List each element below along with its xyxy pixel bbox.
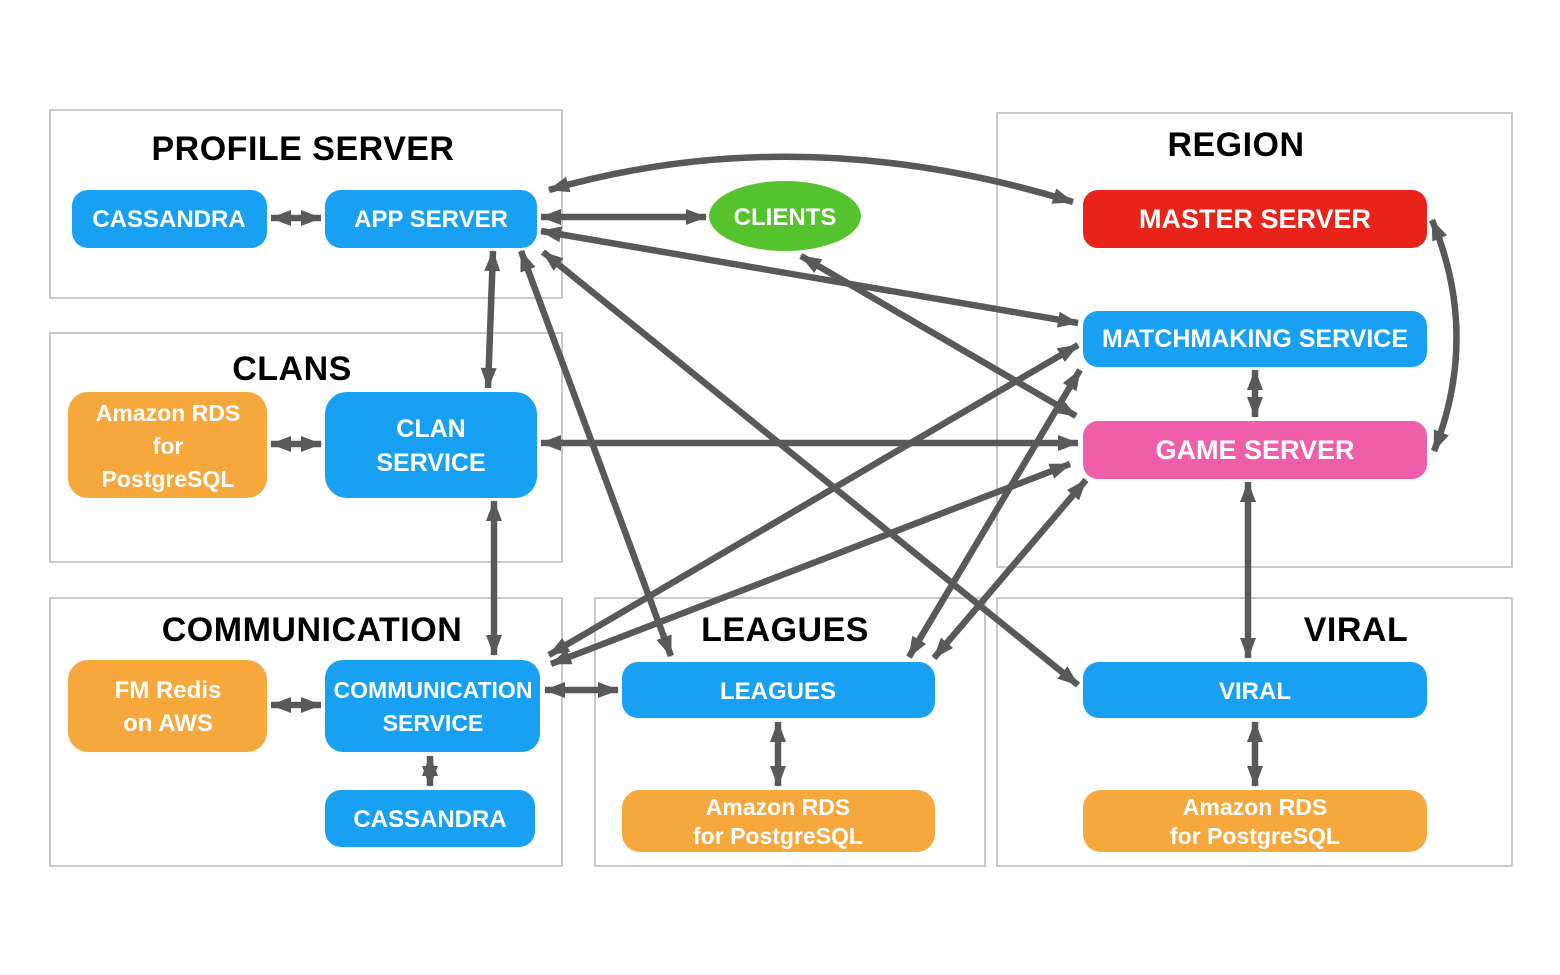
- node-rds-viral-label-line2: for PostgreSQL: [1170, 823, 1340, 849]
- node-cassandra-communication-box: [325, 790, 535, 847]
- group-title-region: REGION: [1167, 126, 1304, 164]
- node-master-server-box: [1083, 190, 1427, 248]
- group-title-viral: VIRAL: [1304, 611, 1409, 649]
- node-app-server-label: APP SERVER: [354, 206, 508, 233]
- group-title-communication: COMMUNICATION: [162, 611, 463, 649]
- node-game-server-label: GAME SERVER: [1155, 435, 1354, 465]
- node-clan-service-label-line2: SERVICE: [376, 449, 485, 477]
- node-matchmaking-service-box: [1083, 311, 1427, 367]
- node-viral-service-box: [1083, 662, 1427, 718]
- node-communication-service-label-line1: COMMUNICATION: [334, 677, 533, 703]
- group-title-clans: CLANS: [232, 350, 352, 388]
- node-fm-redis-label-line1: FM Redis: [115, 677, 222, 704]
- edge-master-server-game-server-arc: [1429, 218, 1460, 453]
- edge-leagues-service-game-server: [931, 477, 1089, 661]
- node-clients-ellipse: [709, 181, 861, 251]
- node-rds-viral-box: [1083, 790, 1427, 852]
- node-rds-clans-box: [68, 392, 267, 498]
- node-viral-service-label: VIRAL: [1219, 678, 1291, 705]
- node-communication-service-box: [325, 660, 540, 752]
- node-master-server-label: MASTER SERVER: [1139, 204, 1371, 234]
- node-communication-service-label-line2: SERVICE: [383, 710, 484, 736]
- node-cassandra-communication-label: CASSANDRA: [353, 806, 506, 833]
- node-rds-clans-label-line2: for: [153, 433, 184, 459]
- nodes: CASSANDRA APP SERVER CLIENTS MASTER SERV…: [68, 181, 1427, 852]
- node-rds-leagues-label-line1: Amazon RDS: [706, 794, 850, 820]
- edge-app-server-clan-service: [480, 250, 501, 389]
- node-cassandra-profile-label: CASSANDRA: [92, 206, 245, 233]
- group-title-leagues: LEAGUES: [701, 611, 869, 649]
- edges: [270, 153, 1460, 787]
- node-matchmaking-service-label: MATCHMAKING SERVICE: [1102, 325, 1408, 353]
- node-clan-service-label-line1: CLAN: [396, 415, 465, 443]
- node-leagues-service-box: [622, 662, 935, 718]
- node-fm-redis-box: [68, 660, 267, 752]
- group-title-profile-server: PROFILE SERVER: [152, 130, 455, 168]
- node-rds-leagues-label-line2: for PostgreSQL: [693, 823, 863, 849]
- node-clients-label: CLIENTS: [734, 204, 837, 231]
- node-fm-redis-label-line2: on AWS: [123, 710, 213, 737]
- node-app-server-box: [325, 190, 537, 248]
- node-rds-clans-label-line3: PostgreSQL: [102, 466, 235, 492]
- node-rds-clans-label-line1: Amazon RDS: [96, 400, 240, 426]
- edge-app-server-master-server-arc: [548, 153, 1074, 206]
- node-rds-viral-label-line1: Amazon RDS: [1183, 794, 1327, 820]
- node-clan-service-box: [325, 392, 537, 498]
- node-rds-leagues-box: [622, 790, 935, 852]
- node-game-server-box: [1083, 421, 1427, 479]
- node-cassandra-profile-box: [72, 190, 267, 248]
- node-leagues-service-label: LEAGUES: [720, 678, 836, 705]
